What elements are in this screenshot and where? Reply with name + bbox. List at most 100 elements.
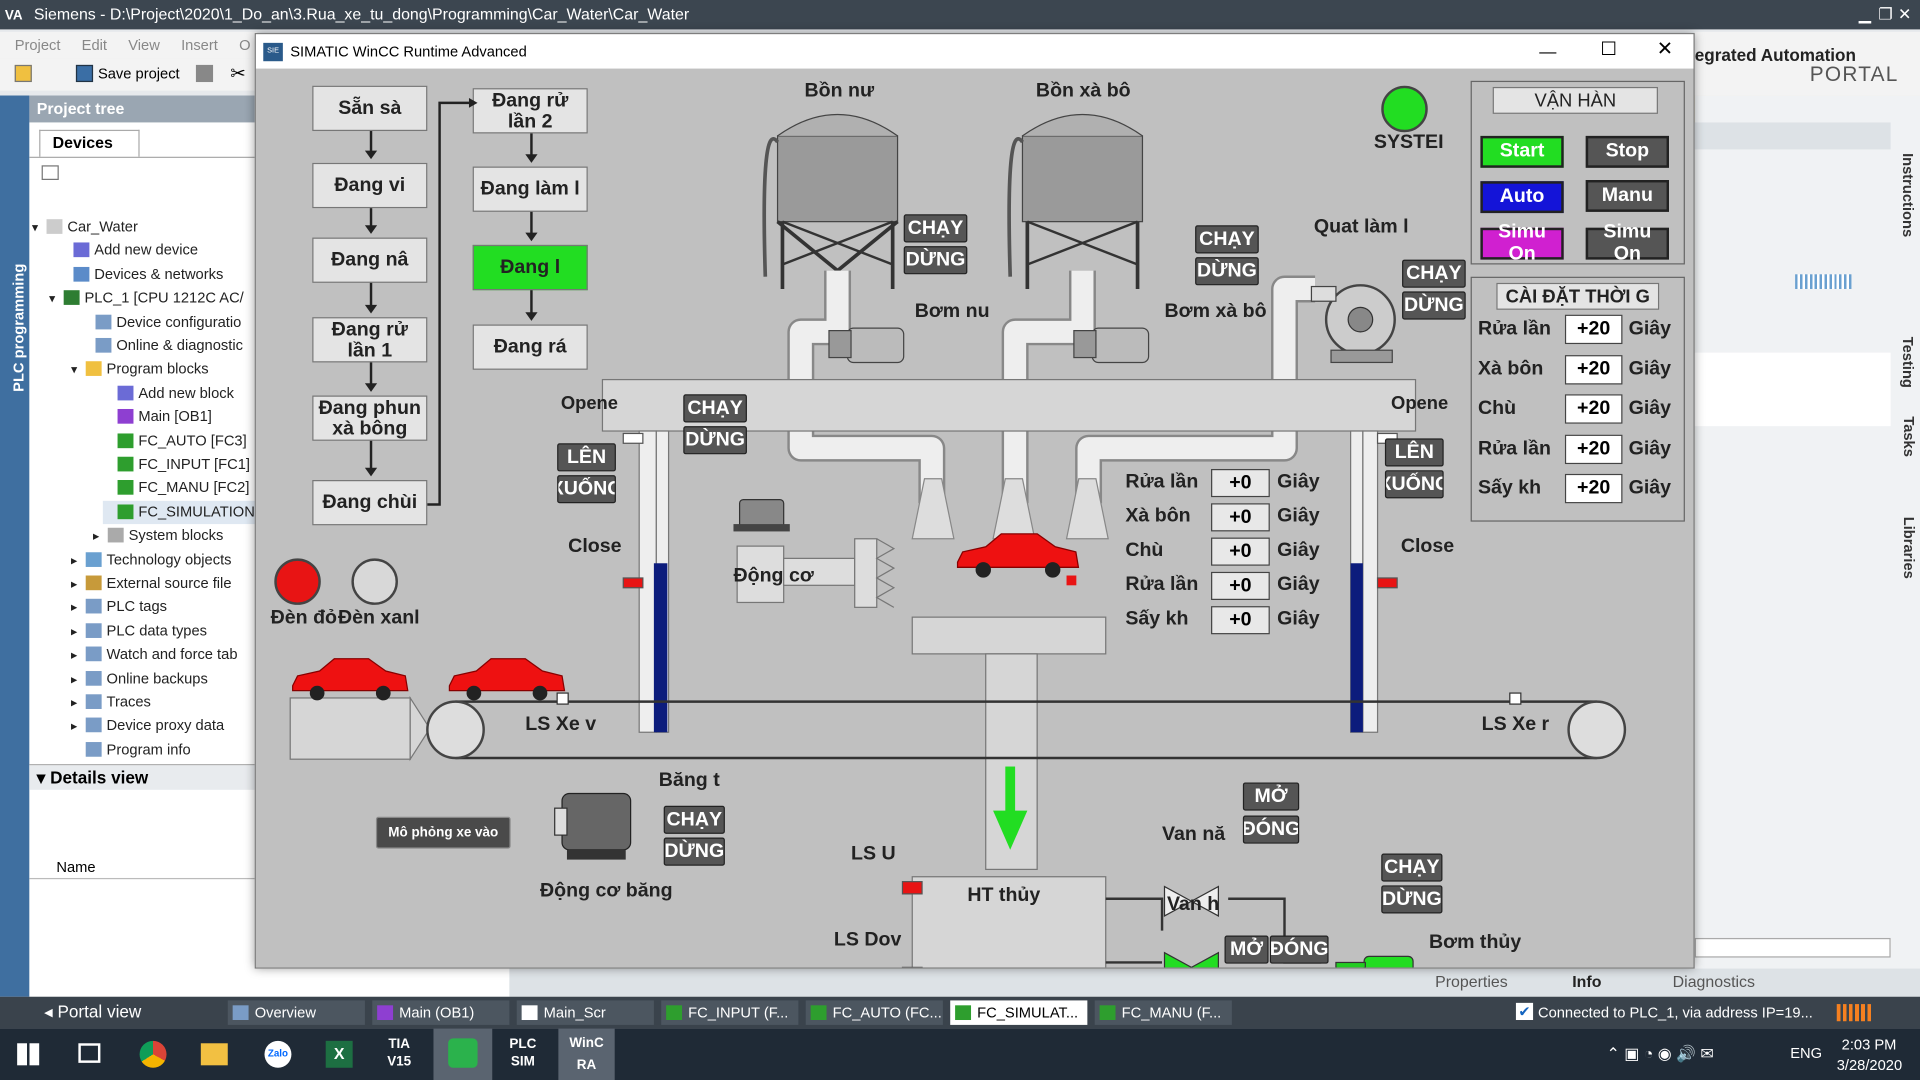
tree-item[interactable]: ▸Traces xyxy=(71,691,151,714)
excel-icon[interactable]: X xyxy=(325,1040,353,1068)
expand-icon[interactable]: ▸ xyxy=(71,554,78,568)
simu-on-button[interactable]: Simu On xyxy=(1480,222,1564,264)
tree-item[interactable]: Devices & networks xyxy=(59,263,223,286)
save-project-button[interactable]: Save project xyxy=(97,64,180,83)
info-tab[interactable]: Info xyxy=(1572,972,1602,991)
stop-button[interactable]: Stop xyxy=(1585,135,1669,168)
tree-filter-icon[interactable] xyxy=(41,165,59,181)
right-tab-tasks[interactable]: Tasks xyxy=(1900,416,1918,457)
simulate-car-in-button[interactable]: Mô phỏng xe vào xyxy=(375,816,511,849)
tree-item[interactable]: FC_AUTO [FC3] xyxy=(103,429,247,452)
tree-item[interactable]: ▸Online backups xyxy=(71,667,208,690)
expand-icon[interactable]: ▸ xyxy=(71,625,78,639)
close-icon[interactable]: ✕ xyxy=(1656,39,1674,61)
expand-icon[interactable]: ▸ xyxy=(71,601,78,616)
tree-item[interactable]: ▾Program blocks xyxy=(71,358,209,381)
cut-icon[interactable]: ✂ xyxy=(230,63,246,85)
start-icon[interactable] xyxy=(17,1043,40,1066)
save-icon[interactable] xyxy=(75,64,94,83)
setting-input[interactable]: +20 xyxy=(1564,394,1623,424)
right-tab-libraries[interactable]: Libraries xyxy=(1900,516,1918,579)
right-down-button[interactable]: XUỐNG xyxy=(1384,470,1444,499)
properties-tab[interactable]: Properties xyxy=(1435,972,1508,991)
maximize-icon[interactable]: ☐ xyxy=(1600,39,1617,61)
setting-input[interactable]: +20 xyxy=(1564,314,1623,345)
brush-run-button[interactable]: CHẠY xyxy=(683,394,747,423)
tree-item[interactable]: ▾PLC_1 [CPU 1212C AC/ xyxy=(49,287,244,310)
valve1-close-button[interactable]: ĐÓNG xyxy=(1242,815,1300,844)
expand-icon[interactable]: ▸ xyxy=(71,672,78,687)
expand-icon[interactable]: ▸ xyxy=(93,530,100,544)
soap-pump-run-button[interactable]: CHẠY xyxy=(1195,225,1259,254)
setting-input[interactable]: +20 xyxy=(1564,473,1623,504)
tree-item[interactable]: Device configuratio xyxy=(81,311,241,334)
water-pump-stop-button[interactable]: DỪNG xyxy=(903,246,968,275)
menu-edit[interactable]: Edit xyxy=(81,36,108,54)
language-indicator[interactable]: ENG xyxy=(1790,1044,1823,1062)
diagnostics-tab[interactable]: Diagnostics xyxy=(1672,972,1755,991)
menu-project[interactable]: Project xyxy=(14,36,61,54)
tree-item[interactable]: ▸Watch and force tab xyxy=(71,643,237,666)
tree-item[interactable]: ▸System blocks xyxy=(93,524,223,547)
zalo-icon[interactable]: Zalo xyxy=(264,1040,292,1068)
editor-tab[interactable]: FC_MANU (F... xyxy=(1094,1000,1232,1025)
brush-stop-button[interactable]: DỪNG xyxy=(683,426,747,455)
expand-icon[interactable]: ▸ xyxy=(71,696,78,711)
chrome-icon[interactable] xyxy=(139,1040,167,1068)
editor-tab[interactable]: Main (OB1) xyxy=(372,1000,510,1025)
print-icon[interactable] xyxy=(195,64,214,83)
soap-pump-stop-button[interactable]: DỪNG xyxy=(1195,257,1259,286)
editor-tab[interactable]: FC_INPUT (F... xyxy=(661,1000,799,1025)
simu-off-button[interactable]: Simu On xyxy=(1585,222,1669,264)
tree-item[interactable]: Program info xyxy=(71,738,191,761)
right-tab-instructions[interactable]: Instructions xyxy=(1899,153,1917,238)
fan-stop-button[interactable]: DỪNG xyxy=(1402,291,1466,320)
setting-input[interactable]: +20 xyxy=(1564,434,1623,464)
editor-tab[interactable]: FC_AUTO (FC... xyxy=(805,1000,943,1025)
minimize-icon[interactable]: — xyxy=(1539,41,1557,62)
menu-view[interactable]: View xyxy=(128,36,160,54)
plc-programming-tab[interactable]: PLC programming xyxy=(0,95,30,997)
close-icon[interactable]: ✕ xyxy=(1897,4,1912,24)
editor-tab[interactable]: FC_SIMULAT... xyxy=(950,1000,1088,1025)
clock-time[interactable]: 2:03 PM xyxy=(1841,1035,1897,1054)
taskview-icon[interactable] xyxy=(78,1043,101,1063)
tree-item[interactable]: ▸PLC tags xyxy=(71,596,167,619)
tree-item[interactable]: Main [OB1] xyxy=(103,406,212,429)
hydraulic-pump-stop-button[interactable]: DỪNG xyxy=(1381,885,1443,914)
editor-tab[interactable]: Overview xyxy=(227,1000,365,1025)
wincc-app-icon[interactable]: WinC RA xyxy=(558,1028,615,1080)
minimize-icon[interactable]: ▁ xyxy=(1858,4,1872,24)
tree-item[interactable]: ▸Technology objects xyxy=(71,548,232,571)
menu-online[interactable]: O xyxy=(239,36,251,54)
setting-input[interactable]: +20 xyxy=(1564,354,1623,384)
expand-icon[interactable]: ▸ xyxy=(71,649,78,663)
expand-icon[interactable]: ▾ xyxy=(31,221,38,236)
plcsim-app-icon[interactable]: PLC SIM xyxy=(509,1037,537,1069)
tree-item[interactable]: Add new device xyxy=(59,239,198,262)
belt-run-button[interactable]: CHẠY xyxy=(663,805,725,834)
tree-item[interactable]: FC_INPUT [FC1] xyxy=(103,453,250,476)
tree-item[interactable]: ▸External source file xyxy=(71,572,231,595)
valve1-open-button[interactable]: MỞ xyxy=(1242,782,1300,811)
left-down-button[interactable]: XUỐNG xyxy=(557,475,616,504)
tree-item[interactable]: ▸Device proxy data xyxy=(71,714,224,737)
portal-view-button[interactable]: ◂ Portal view xyxy=(44,1001,142,1022)
auto-button[interactable]: Auto xyxy=(1480,181,1564,214)
tree-item[interactable]: Add new block xyxy=(103,382,234,405)
tia-app-icon[interactable]: TIA V15 xyxy=(387,1037,412,1069)
hydraulic-pump-run-button[interactable]: CHẠY xyxy=(1381,853,1443,882)
explorer-icon[interactable] xyxy=(200,1043,228,1066)
restore-icon[interactable]: ❐ xyxy=(1878,4,1893,24)
menu-insert[interactable]: Insert xyxy=(181,36,218,54)
expand-icon[interactable]: ▾ xyxy=(71,364,78,378)
camtasia-icon[interactable] xyxy=(433,1028,493,1080)
valve2-close-button[interactable]: ĐÓNG xyxy=(1269,935,1329,964)
editor-tab[interactable]: Main_Scr xyxy=(516,1000,654,1025)
fan-run-button[interactable]: CHẠY xyxy=(1402,259,1466,288)
manu-button[interactable]: Manu xyxy=(1585,180,1669,212)
tree-item[interactable]: FC_MANU [FC2] xyxy=(103,477,250,500)
expand-icon[interactable]: ▸ xyxy=(71,720,78,734)
water-pump-run-button[interactable]: CHẠY xyxy=(903,214,968,243)
tree-item[interactable]: Online & diagnostic xyxy=(81,334,243,357)
